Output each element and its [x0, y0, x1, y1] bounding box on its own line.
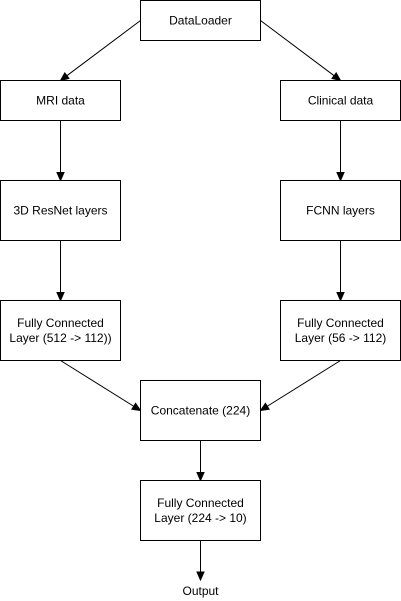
node-label-line: FCNN layers [306, 204, 375, 218]
edge-dataloader-to-mri [66, 20, 141, 77]
edge-fc_mri-to-concat [60, 360, 134, 407]
arrowhead-dataloader-to-mri [59, 71, 70, 82]
node-label-line: Layer (512 -> 112)) [9, 331, 111, 345]
node-concatenate-label: Concatenate (224) [151, 404, 250, 418]
node-label-line: Layer (56 -> 112) [295, 331, 387, 345]
arrowhead-fc_final-to-output [196, 571, 205, 582]
node-dataloader: DataLoader [140, 0, 261, 41]
output-label: Output [182, 584, 219, 598]
node-clinical-data-label: Clinical data [308, 94, 374, 108]
arrowhead-fc_clinical-to-concat [259, 402, 270, 412]
arrowhead-fc_mri-to-concat [131, 402, 142, 412]
arrowhead-clinical-to-fcnn [336, 172, 345, 182]
node-3d-resnet-layers: 3D ResNet layers [0, 180, 121, 241]
arrowhead-dataloader-to-clinical [331, 71, 342, 82]
node-label-line: MRI data [36, 94, 85, 108]
arrowhead-mri-to-resnet [56, 172, 65, 182]
node-label-line: 3D ResNet layers [13, 204, 107, 218]
edge-dataloader-to-clinical [260, 20, 335, 77]
node-label-line: Fully Connected [157, 496, 244, 510]
node-label-line: Fully Connected [297, 316, 384, 330]
node-dataloader-label: DataLoader [169, 14, 232, 28]
arrowhead-resnet-to-fc_mri [56, 292, 65, 302]
node-label-line: Clinical data [308, 94, 374, 108]
node-fcnn-layers-label: FCNN layers [306, 204, 375, 218]
node-concatenate: Concatenate (224) [140, 380, 261, 441]
node-mri-data-label: MRI data [36, 94, 85, 108]
arrowhead-concat-to-fc_final [196, 472, 205, 482]
node-3d-resnet-layers-label: 3D ResNet layers [13, 204, 107, 218]
node-fcnn-layers: FCNN layers [280, 180, 401, 241]
node-label-line: Layer (224 -> 10) [154, 511, 246, 525]
arrowhead-fcnn-to-fc_clinical [336, 292, 345, 302]
node-mri-data: MRI data [0, 80, 121, 121]
node-label-line: Fully Connected [17, 316, 104, 330]
node-label-line: DataLoader [169, 14, 232, 28]
edge-fc_clinical-to-concat [267, 360, 341, 407]
edges-layer [56, 20, 345, 582]
node-label-line: Concatenate (224) [151, 404, 250, 418]
node-clinical-data: Clinical data [280, 80, 401, 121]
